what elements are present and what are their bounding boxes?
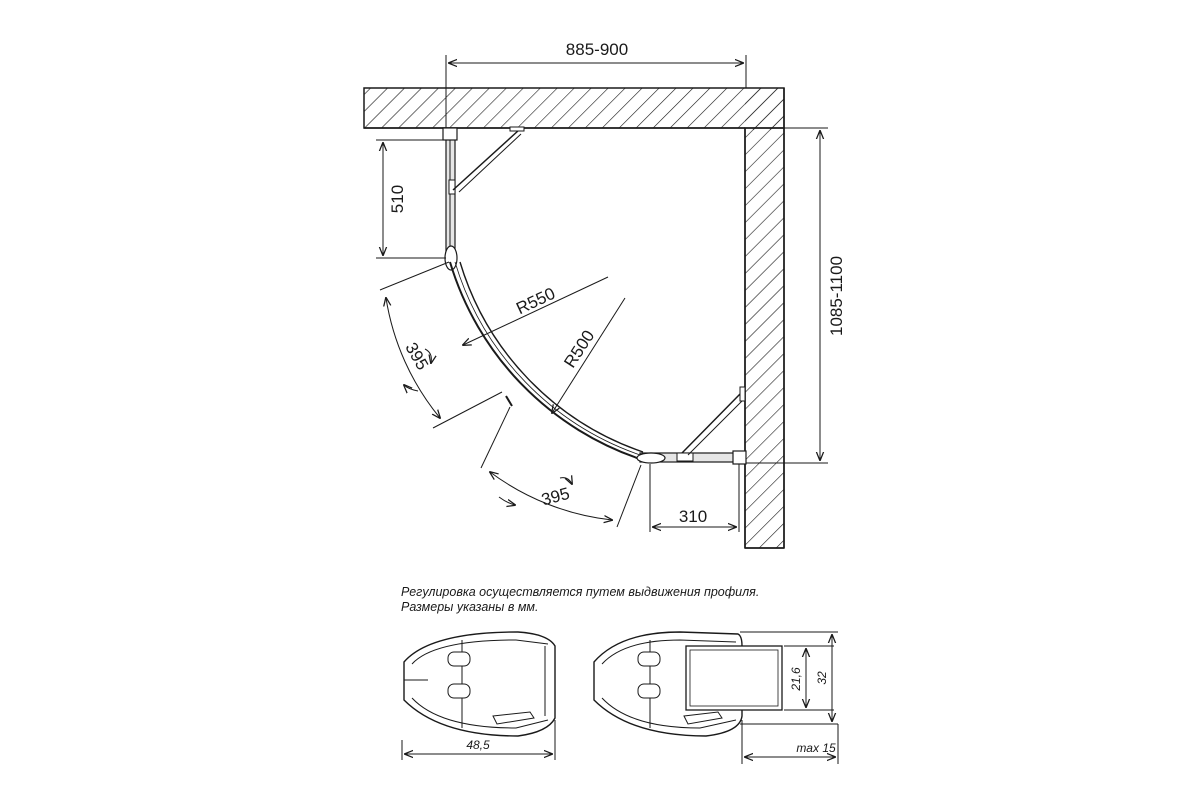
radius-outer-line bbox=[463, 276, 609, 345]
bottom-panel-label: 310 bbox=[679, 507, 707, 526]
bottom-door-arc-label: 395 bbox=[539, 484, 571, 510]
radius-outer-label: R550 bbox=[513, 284, 558, 318]
note-adjustment: Регулировка осуществляется путем выдвиже… bbox=[401, 585, 759, 599]
profile-section-closed: 48,5 bbox=[401, 631, 556, 760]
adjustment-label: max 15 bbox=[796, 741, 836, 755]
curved-door-inner bbox=[459, 261, 644, 453]
extension-profile bbox=[685, 645, 783, 711]
left-door-arc-label: 395 bbox=[401, 339, 432, 373]
notes: Регулировка осуществляется путем выдвиже… bbox=[401, 585, 759, 614]
inner-height-label: 21,6 bbox=[789, 667, 803, 692]
bottom-stabilizer-bar bbox=[681, 391, 743, 454]
profile-section-extended: 21,6 32 max 15 bbox=[593, 631, 839, 764]
radius-inner-line bbox=[552, 297, 626, 413]
enclosure bbox=[442, 126, 747, 465]
top-wall bbox=[363, 87, 785, 129]
curved-door-outer bbox=[449, 261, 644, 461]
depth-label: 1085-1100 bbox=[827, 256, 846, 336]
note-units: Размеры указаны в мм. bbox=[401, 600, 538, 614]
left-door-arc-dimension bbox=[386, 298, 440, 418]
width-label: 885-900 bbox=[566, 40, 628, 59]
walls bbox=[363, 87, 785, 549]
profile-1-outline bbox=[403, 631, 556, 737]
left-stabilizer-bar bbox=[452, 129, 520, 191]
profile-2-outline bbox=[593, 631, 743, 737]
profile-width-label: 48,5 bbox=[466, 738, 490, 752]
bottom-door-arc-dimension bbox=[490, 472, 612, 520]
bottom-profile bbox=[636, 452, 666, 464]
right-wall bbox=[744, 127, 785, 549]
side-panel-label: 510 bbox=[388, 185, 407, 213]
outer-height-label: 32 bbox=[815, 671, 829, 685]
